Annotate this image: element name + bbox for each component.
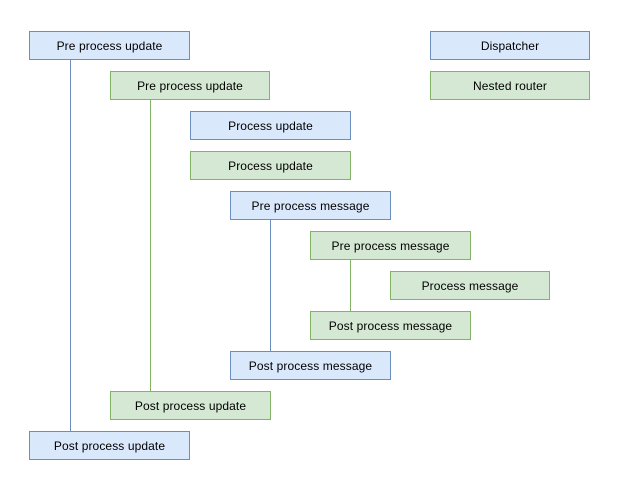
legend-item-dispatcher[interactable]: Dispatcher <box>430 31 590 60</box>
process-node[interactable]: Process update <box>190 151 351 180</box>
legend-item-nested-router[interactable]: Nested router <box>430 71 590 100</box>
node-label: Dispatcher <box>480 38 540 53</box>
process-node[interactable]: Post process update <box>110 391 271 420</box>
process-node[interactable]: Post process message <box>310 311 471 340</box>
node-label: Post process update <box>134 398 247 413</box>
process-node[interactable]: Post process message <box>230 351 391 380</box>
node-label: Pre process message <box>331 238 450 253</box>
connector-line <box>270 220 271 351</box>
node-label: Post process message <box>248 358 373 373</box>
connector-line <box>150 100 151 391</box>
node-label: Post process update <box>53 438 166 453</box>
connector-line <box>350 260 351 311</box>
process-node[interactable]: Pre process update <box>110 71 270 100</box>
process-node[interactable]: Pre process update <box>29 31 190 60</box>
process-node[interactable]: Pre process message <box>310 231 471 260</box>
node-label: Post process message <box>328 318 453 333</box>
connector-line <box>70 60 71 431</box>
process-node[interactable]: Pre process message <box>230 191 391 220</box>
process-node[interactable]: Process message <box>390 271 550 300</box>
node-label: Process update <box>228 118 313 133</box>
node-label: Pre process message <box>251 198 370 213</box>
node-label: Nested router <box>472 78 547 93</box>
node-label: Process update <box>228 158 313 173</box>
process-node[interactable]: Process update <box>190 111 351 140</box>
node-label: Process message <box>421 278 519 293</box>
node-label: Pre process update <box>56 38 163 53</box>
node-label: Pre process update <box>137 78 243 93</box>
process-node[interactable]: Post process update <box>29 431 190 460</box>
